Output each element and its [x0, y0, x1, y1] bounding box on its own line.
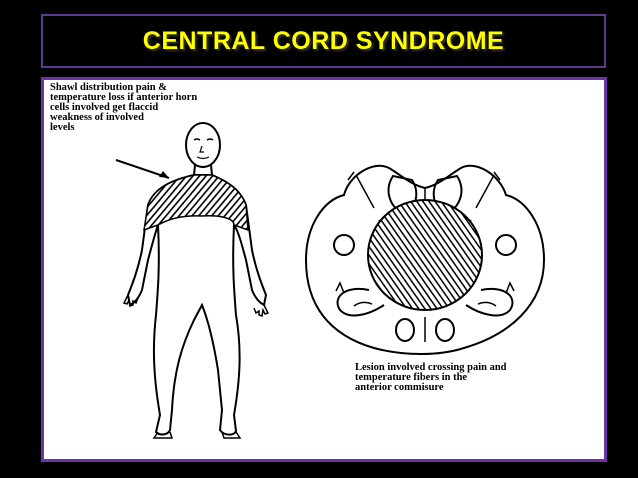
shawl-arrow — [115, 159, 170, 179]
shawl-distribution-region — [143, 174, 249, 232]
cord-outline — [304, 164, 546, 355]
diagram-svg — [115, 122, 546, 439]
figure-body-outline — [126, 174, 268, 436]
figure-head — [185, 122, 221, 168]
slide-title: CENTRAL CORD SYNDROME — [142, 26, 505, 55]
title-bar: CENTRAL CORD SYNDROME — [41, 14, 606, 68]
human-figure — [115, 122, 270, 439]
spinal-cord-cross-section — [304, 164, 546, 355]
lesion-caption: Lesion involved crossing pain and temper… — [355, 362, 507, 393]
central-lesion — [367, 199, 483, 311]
shawl-distribution-caption: Shawl distribution pain & temperature lo… — [50, 82, 198, 133]
figure-panel: Shawl distribution pain & temperature lo… — [41, 77, 607, 462]
